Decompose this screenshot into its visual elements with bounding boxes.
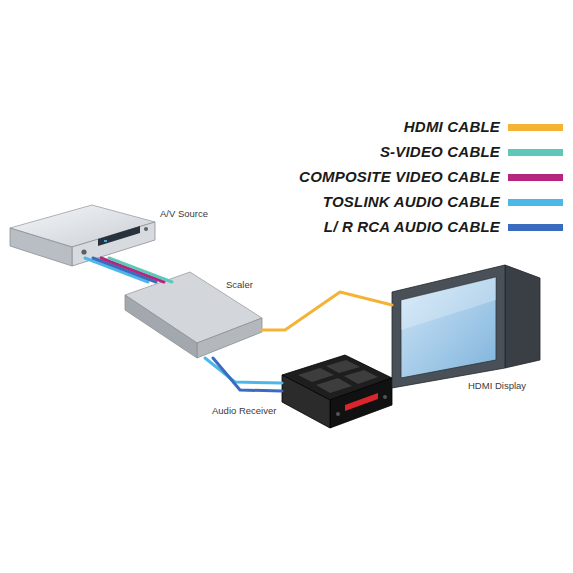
device-label: A/V Source xyxy=(160,208,208,220)
cable xyxy=(93,258,156,282)
legend-text: TOSLINK AUDIO CABLE xyxy=(323,192,500,212)
device-label: HDMI Display xyxy=(468,380,526,392)
av-source-device xyxy=(10,205,155,266)
receiver-panel xyxy=(298,368,334,382)
legend-swatch xyxy=(508,149,563,156)
legend-row: COMPOSITE VIDEO CABLE xyxy=(0,167,573,187)
source-knob xyxy=(81,249,86,254)
receiver-panel xyxy=(316,378,352,393)
receiver-panel xyxy=(344,370,378,384)
legend-row: TOSLINK AUDIO CABLE xyxy=(0,192,573,212)
legend-text: HDMI CABLE xyxy=(404,117,500,137)
source-display xyxy=(98,226,140,246)
source-side xyxy=(10,228,72,266)
scaler-front xyxy=(197,318,262,358)
legend-text: COMPOSITE VIDEO CABLE xyxy=(299,167,500,187)
legend-swatch xyxy=(508,174,563,181)
source-led xyxy=(104,240,107,242)
display-side xyxy=(505,265,540,368)
legend-text: S-VIDEO CABLE xyxy=(380,142,500,162)
device-label: Audio Receiver xyxy=(212,405,276,417)
device-node: HDMI Display xyxy=(392,265,540,392)
receiver-knob xyxy=(383,395,387,399)
audio-receiver-device xyxy=(282,355,392,428)
display-screen xyxy=(401,277,496,378)
legend-text: L/ R RCA AUDIO CABLE xyxy=(324,217,500,237)
legend-row: L/ R RCA AUDIO CABLE xyxy=(0,217,573,237)
source-knob xyxy=(144,227,148,231)
device-node: Scaler xyxy=(140,282,262,358)
receiver-display xyxy=(345,393,378,411)
scaler-device xyxy=(125,272,262,358)
legend-swatch xyxy=(508,124,563,131)
cable xyxy=(101,258,164,282)
display-frame xyxy=(392,265,505,388)
legend-row: HDMI CABLE xyxy=(0,117,573,137)
legend-swatch xyxy=(508,199,563,206)
legend-swatch xyxy=(508,224,563,231)
device-label: Scaler xyxy=(226,279,253,291)
device-node: A/V Source xyxy=(10,200,156,258)
scaler-side xyxy=(125,295,197,358)
cable xyxy=(109,258,172,282)
legend-row: S-VIDEO CABLE xyxy=(0,142,573,162)
receiver-knob xyxy=(336,412,340,416)
receiver-panel xyxy=(326,360,360,373)
device-node: Audio Receiver xyxy=(282,355,392,428)
hdmi-display-device xyxy=(392,265,540,388)
display-glare xyxy=(401,277,496,330)
cable xyxy=(213,358,282,391)
cable xyxy=(262,292,392,330)
